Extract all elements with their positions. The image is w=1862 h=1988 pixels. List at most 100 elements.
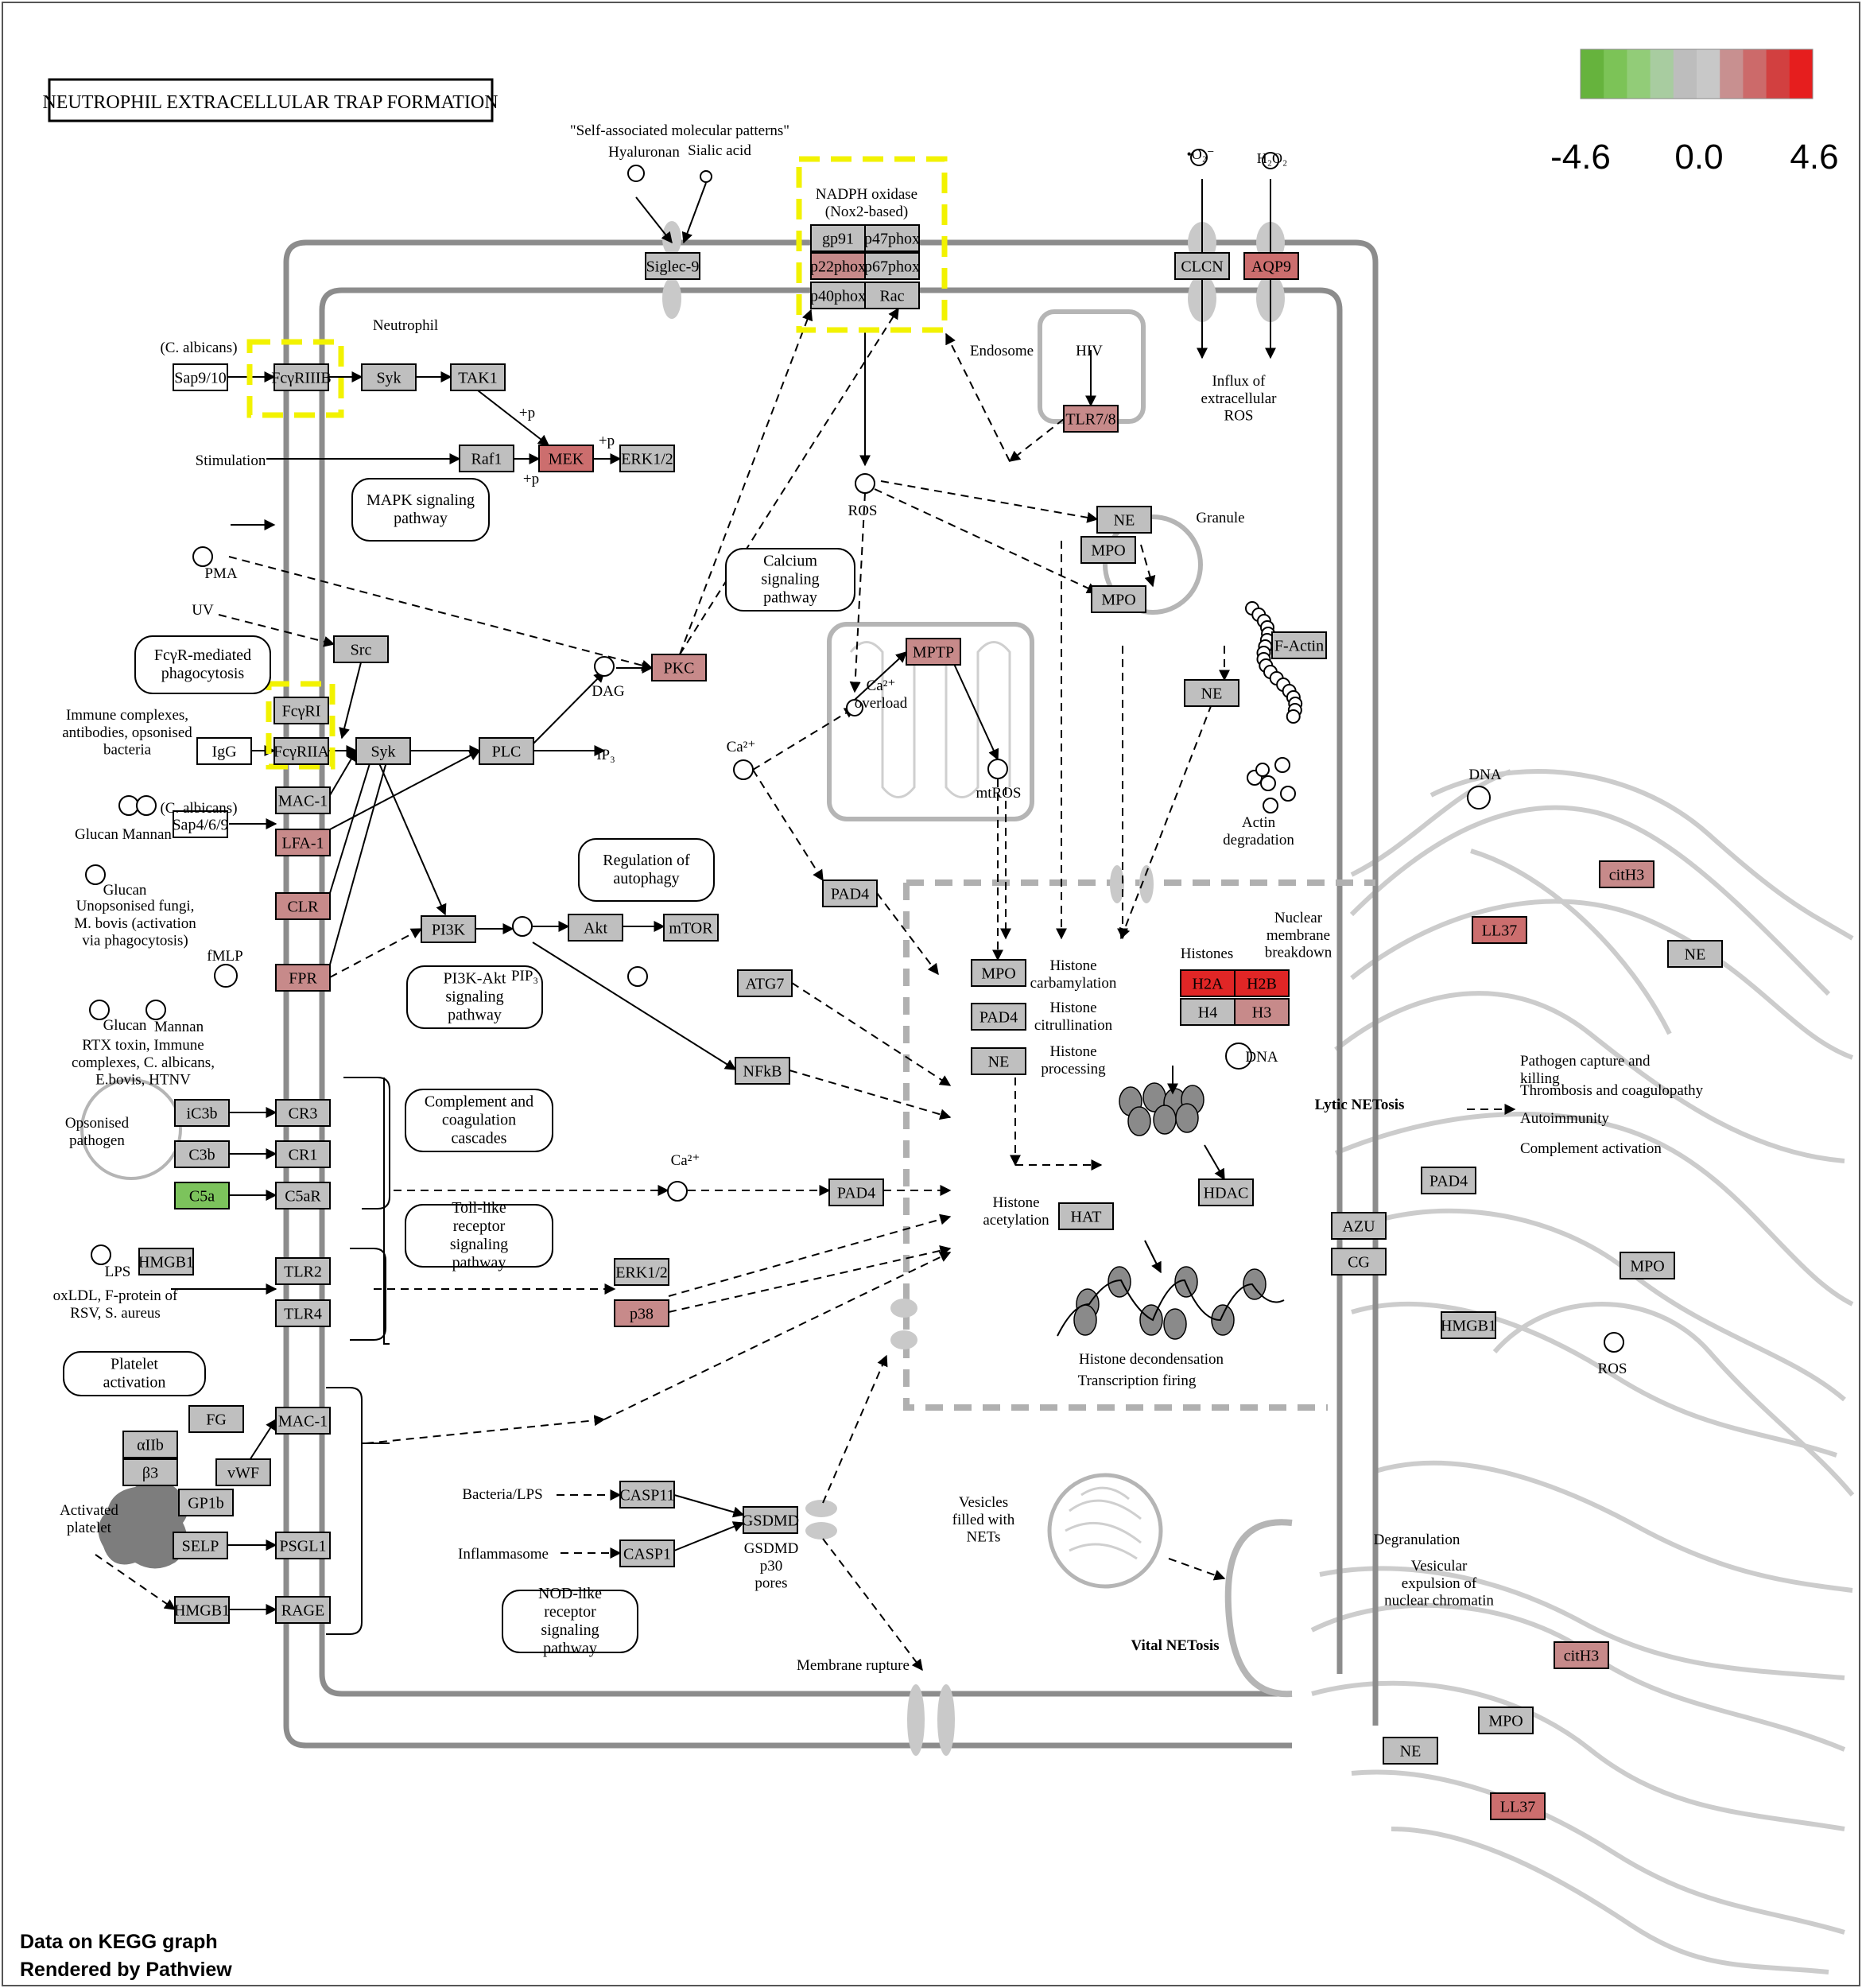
gene-node-casp1[interactable]: CASP1	[619, 1540, 675, 1567]
gene-node-fpr[interactable]: FPR	[275, 964, 331, 992]
gene-node-pkc[interactable]: PKC	[651, 654, 707, 681]
gene-node-pad4a[interactable]: PAD4	[822, 879, 878, 907]
gene-node-sap910[interactable]: Sap9/10	[173, 363, 228, 391]
gene-node-c3b[interactable]: C3b	[174, 1140, 230, 1168]
gene-node-aqp9[interactable]: AQP9	[1243, 252, 1299, 280]
gene-node-src[interactable]: Src	[333, 635, 389, 663]
gene-node-ic3b[interactable]: iC3b	[174, 1099, 230, 1127]
gene-node-h4[interactable]: H4	[1180, 998, 1236, 1026]
gene-node-ll37a[interactable]: LL37	[1472, 916, 1527, 944]
gene-node-fg[interactable]: FG	[188, 1405, 244, 1433]
gene-node-cr1[interactable]: CR1	[275, 1140, 331, 1168]
gene-node-mac1a[interactable]: MAC-1	[275, 786, 331, 814]
gene-node-factin[interactable]: F-Actin	[1271, 631, 1327, 659]
gene-node-plc[interactable]: PLC	[479, 737, 534, 765]
gene-node-casp11[interactable]: CASP11	[619, 1481, 675, 1508]
gene-node-mpo1[interactable]: MPO	[1080, 536, 1136, 564]
gene-node-c5a[interactable]: C5a	[174, 1182, 230, 1209]
compound	[594, 656, 615, 677]
gene-node-cr3[interactable]: CR3	[275, 1099, 331, 1127]
gene-node-hat[interactable]: HAT	[1058, 1202, 1114, 1230]
gene-node-erk12b[interactable]: ERK1/2	[614, 1258, 669, 1286]
gene-node-siglec9[interactable]: Siglec-9	[645, 252, 700, 280]
gene-node-tak1[interactable]: TAK1	[450, 363, 506, 391]
gene-node-pad4d[interactable]: PAD4	[1421, 1167, 1476, 1194]
gene-node-pi3k[interactable]: PI3K	[421, 915, 476, 943]
edge	[1144, 1240, 1162, 1274]
gene-node-p38[interactable]: p38	[614, 1299, 669, 1327]
gene-node-hmgb1a[interactable]: HMGB1	[138, 1248, 194, 1276]
gene-node-syk2[interactable]: Syk	[355, 737, 411, 765]
gene-node-h2a[interactable]: H2A	[1180, 969, 1236, 997]
gene-node-cith3b[interactable]: citH3	[1554, 1641, 1609, 1669]
gene-node-fcgr3b[interactable]: FcγRIIIB	[271, 363, 332, 391]
gene-node-ll37b[interactable]: LL37	[1490, 1792, 1546, 1820]
gene-node-clcn[interactable]: CLCN	[1174, 252, 1230, 280]
gene-node-atg7[interactable]: ATG7	[737, 969, 793, 997]
gene-node-fcgr2a[interactable]: FcγRIIA	[273, 737, 330, 765]
gene-node-h2b[interactable]: H2B	[1234, 969, 1290, 997]
gene-node-pad4c[interactable]: PAD4	[828, 1178, 884, 1206]
gene-node-hmgb1c[interactable]: HMGB1	[1441, 1311, 1496, 1339]
gene-node-erk12a[interactable]: ERK1/2	[619, 445, 675, 472]
gene-node-ne4[interactable]: NE	[1667, 940, 1723, 968]
gene-node-mpo4[interactable]: MPO	[1620, 1252, 1675, 1279]
gene-node-azu[interactable]: AZU	[1331, 1212, 1387, 1240]
gene-node-b3[interactable]: β3	[122, 1458, 178, 1486]
gene-node-cith3a[interactable]: citH3	[1599, 860, 1654, 888]
gene-node-mptp[interactable]: MPTP	[906, 638, 961, 666]
gene-node-aiib[interactable]: αIIb	[122, 1431, 178, 1458]
gene-node-mtor[interactable]: mTOR	[663, 914, 719, 942]
gene-node-lfa1[interactable]: LFA-1	[275, 829, 331, 856]
gene-node-vwf[interactable]: vWF	[215, 1458, 271, 1486]
gene-node-gp1b[interactable]: GP1b	[178, 1489, 234, 1516]
gene-node-c5ar[interactable]: C5aR	[275, 1182, 331, 1209]
gene-node-ne5[interactable]: NE	[1383, 1737, 1438, 1765]
gene-node-p67phox[interactable]: p67phox	[864, 252, 920, 280]
gene-node-cg[interactable]: CG	[1331, 1248, 1387, 1276]
gene-node-mpo3[interactable]: MPO	[971, 959, 1026, 987]
gene-node-mpo2[interactable]: MPO	[1091, 585, 1146, 613]
title-box	[48, 78, 494, 122]
gene-node-tlr2[interactable]: TLR2	[275, 1257, 331, 1285]
gene-node-rage[interactable]: RAGE	[275, 1596, 331, 1624]
gene-node-mac1b[interactable]: MAC-1	[275, 1407, 331, 1435]
gene-node-psgl1[interactable]: PSGL1	[275, 1532, 331, 1559]
gene-node-p22phox[interactable]: p22phox	[810, 252, 866, 280]
gene-node-gp91[interactable]: gp91	[810, 224, 866, 252]
gene-node-clr[interactable]: CLR	[275, 892, 331, 920]
gene-node-p40phox[interactable]: p40phox	[810, 282, 866, 309]
gene-node-h3[interactable]: H3	[1234, 998, 1290, 1026]
gene-node-ne3[interactable]: NE	[971, 1047, 1026, 1075]
gene-node-pad4b[interactable]: PAD4	[971, 1003, 1026, 1031]
gene-node-tlr4[interactable]: TLR4	[275, 1299, 331, 1327]
gene-node-hdac[interactable]: HDAC	[1198, 1178, 1254, 1206]
gene-node-selp[interactable]: SELP	[173, 1532, 228, 1559]
gene-node-p47phox[interactable]: p47phox	[864, 224, 920, 252]
gene-node-raf1[interactable]: Raf1	[459, 445, 514, 472]
gene-node-akt[interactable]: Akt	[568, 914, 623, 942]
gene-node-tlr78[interactable]: TLR7/8	[1063, 405, 1119, 433]
gene-node-gsdmd[interactable]: GSDMD	[742, 1506, 799, 1534]
gene-node-fcgr1[interactable]: FcγRI	[273, 697, 329, 724]
gene-node-hmgb1b[interactable]: HMGB1	[174, 1596, 230, 1624]
gene-node-syk1[interactable]: Syk	[361, 363, 417, 391]
gene-node-nfkb[interactable]: NFkB	[735, 1057, 790, 1085]
gene-node-sap469[interactable]: Sap4/6/9	[172, 810, 229, 838]
gene-node-mpo5[interactable]: MPO	[1478, 1706, 1534, 1734]
gene-node-ne2[interactable]: NE	[1184, 679, 1239, 707]
gene-node-mek[interactable]: MEK	[538, 445, 594, 472]
gene-node-rac[interactable]: Rac	[864, 282, 920, 309]
gene-node-ne1[interactable]: NE	[1096, 506, 1152, 534]
gene-node-igg[interactable]: IgG	[196, 737, 252, 765]
